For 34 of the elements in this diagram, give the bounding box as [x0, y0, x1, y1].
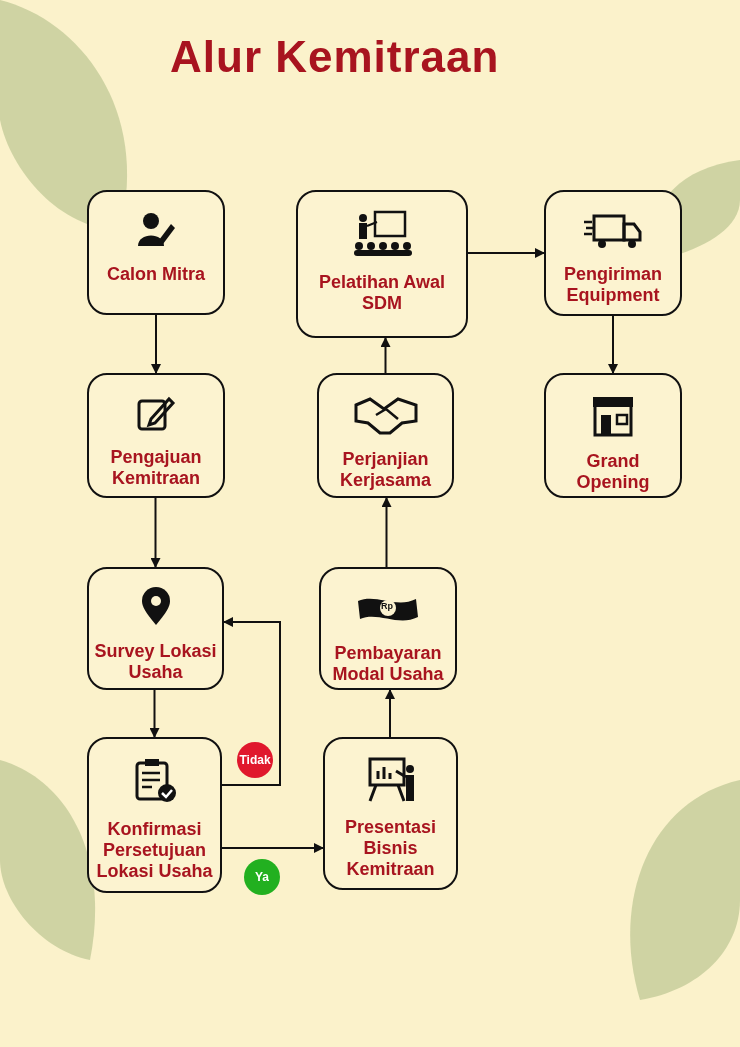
step-box — [87, 567, 224, 690]
step-box — [87, 190, 225, 315]
edge-label: Tidak — [237, 742, 273, 778]
step-box — [87, 737, 222, 893]
step-box — [317, 373, 454, 498]
step-label: Pengiriman Equipment — [563, 264, 663, 306]
arrow — [608, 315, 618, 374]
step-label: Presentasi Bisnis Kemitraan — [343, 817, 438, 880]
step-box — [319, 567, 457, 690]
step-label: Konfirmasi Persetujuan Lokasi Usaha — [95, 819, 214, 882]
arrow — [381, 497, 392, 568]
arrow — [467, 248, 545, 258]
step-box — [323, 737, 458, 890]
step-box — [296, 190, 468, 338]
step-box — [87, 373, 225, 498]
step-label: Perjanjian Kerjasama — [338, 449, 433, 491]
step-label: Calon Mitra — [106, 264, 206, 285]
arrow — [221, 617, 281, 786]
edge-label: Ya — [244, 859, 280, 895]
arrow — [385, 689, 395, 738]
arrow — [150, 497, 161, 568]
step-box — [544, 373, 682, 498]
title: Alur Kemitraan — [170, 32, 500, 82]
step-box — [544, 190, 682, 316]
step-label: Survey Lokasi Usaha — [93, 641, 218, 683]
step-label: Pembayaran Modal Usaha — [331, 643, 445, 685]
arrow — [221, 843, 324, 853]
arrow — [380, 337, 391, 374]
arrow — [151, 314, 161, 374]
currency-label: Rp — [381, 601, 393, 611]
arrow — [149, 689, 160, 738]
step-label: Grand Opening — [575, 451, 651, 493]
step-label: Pengajuan Kemitraan — [109, 447, 203, 489]
step-label: Pelatihan Awal SDM — [317, 272, 446, 314]
